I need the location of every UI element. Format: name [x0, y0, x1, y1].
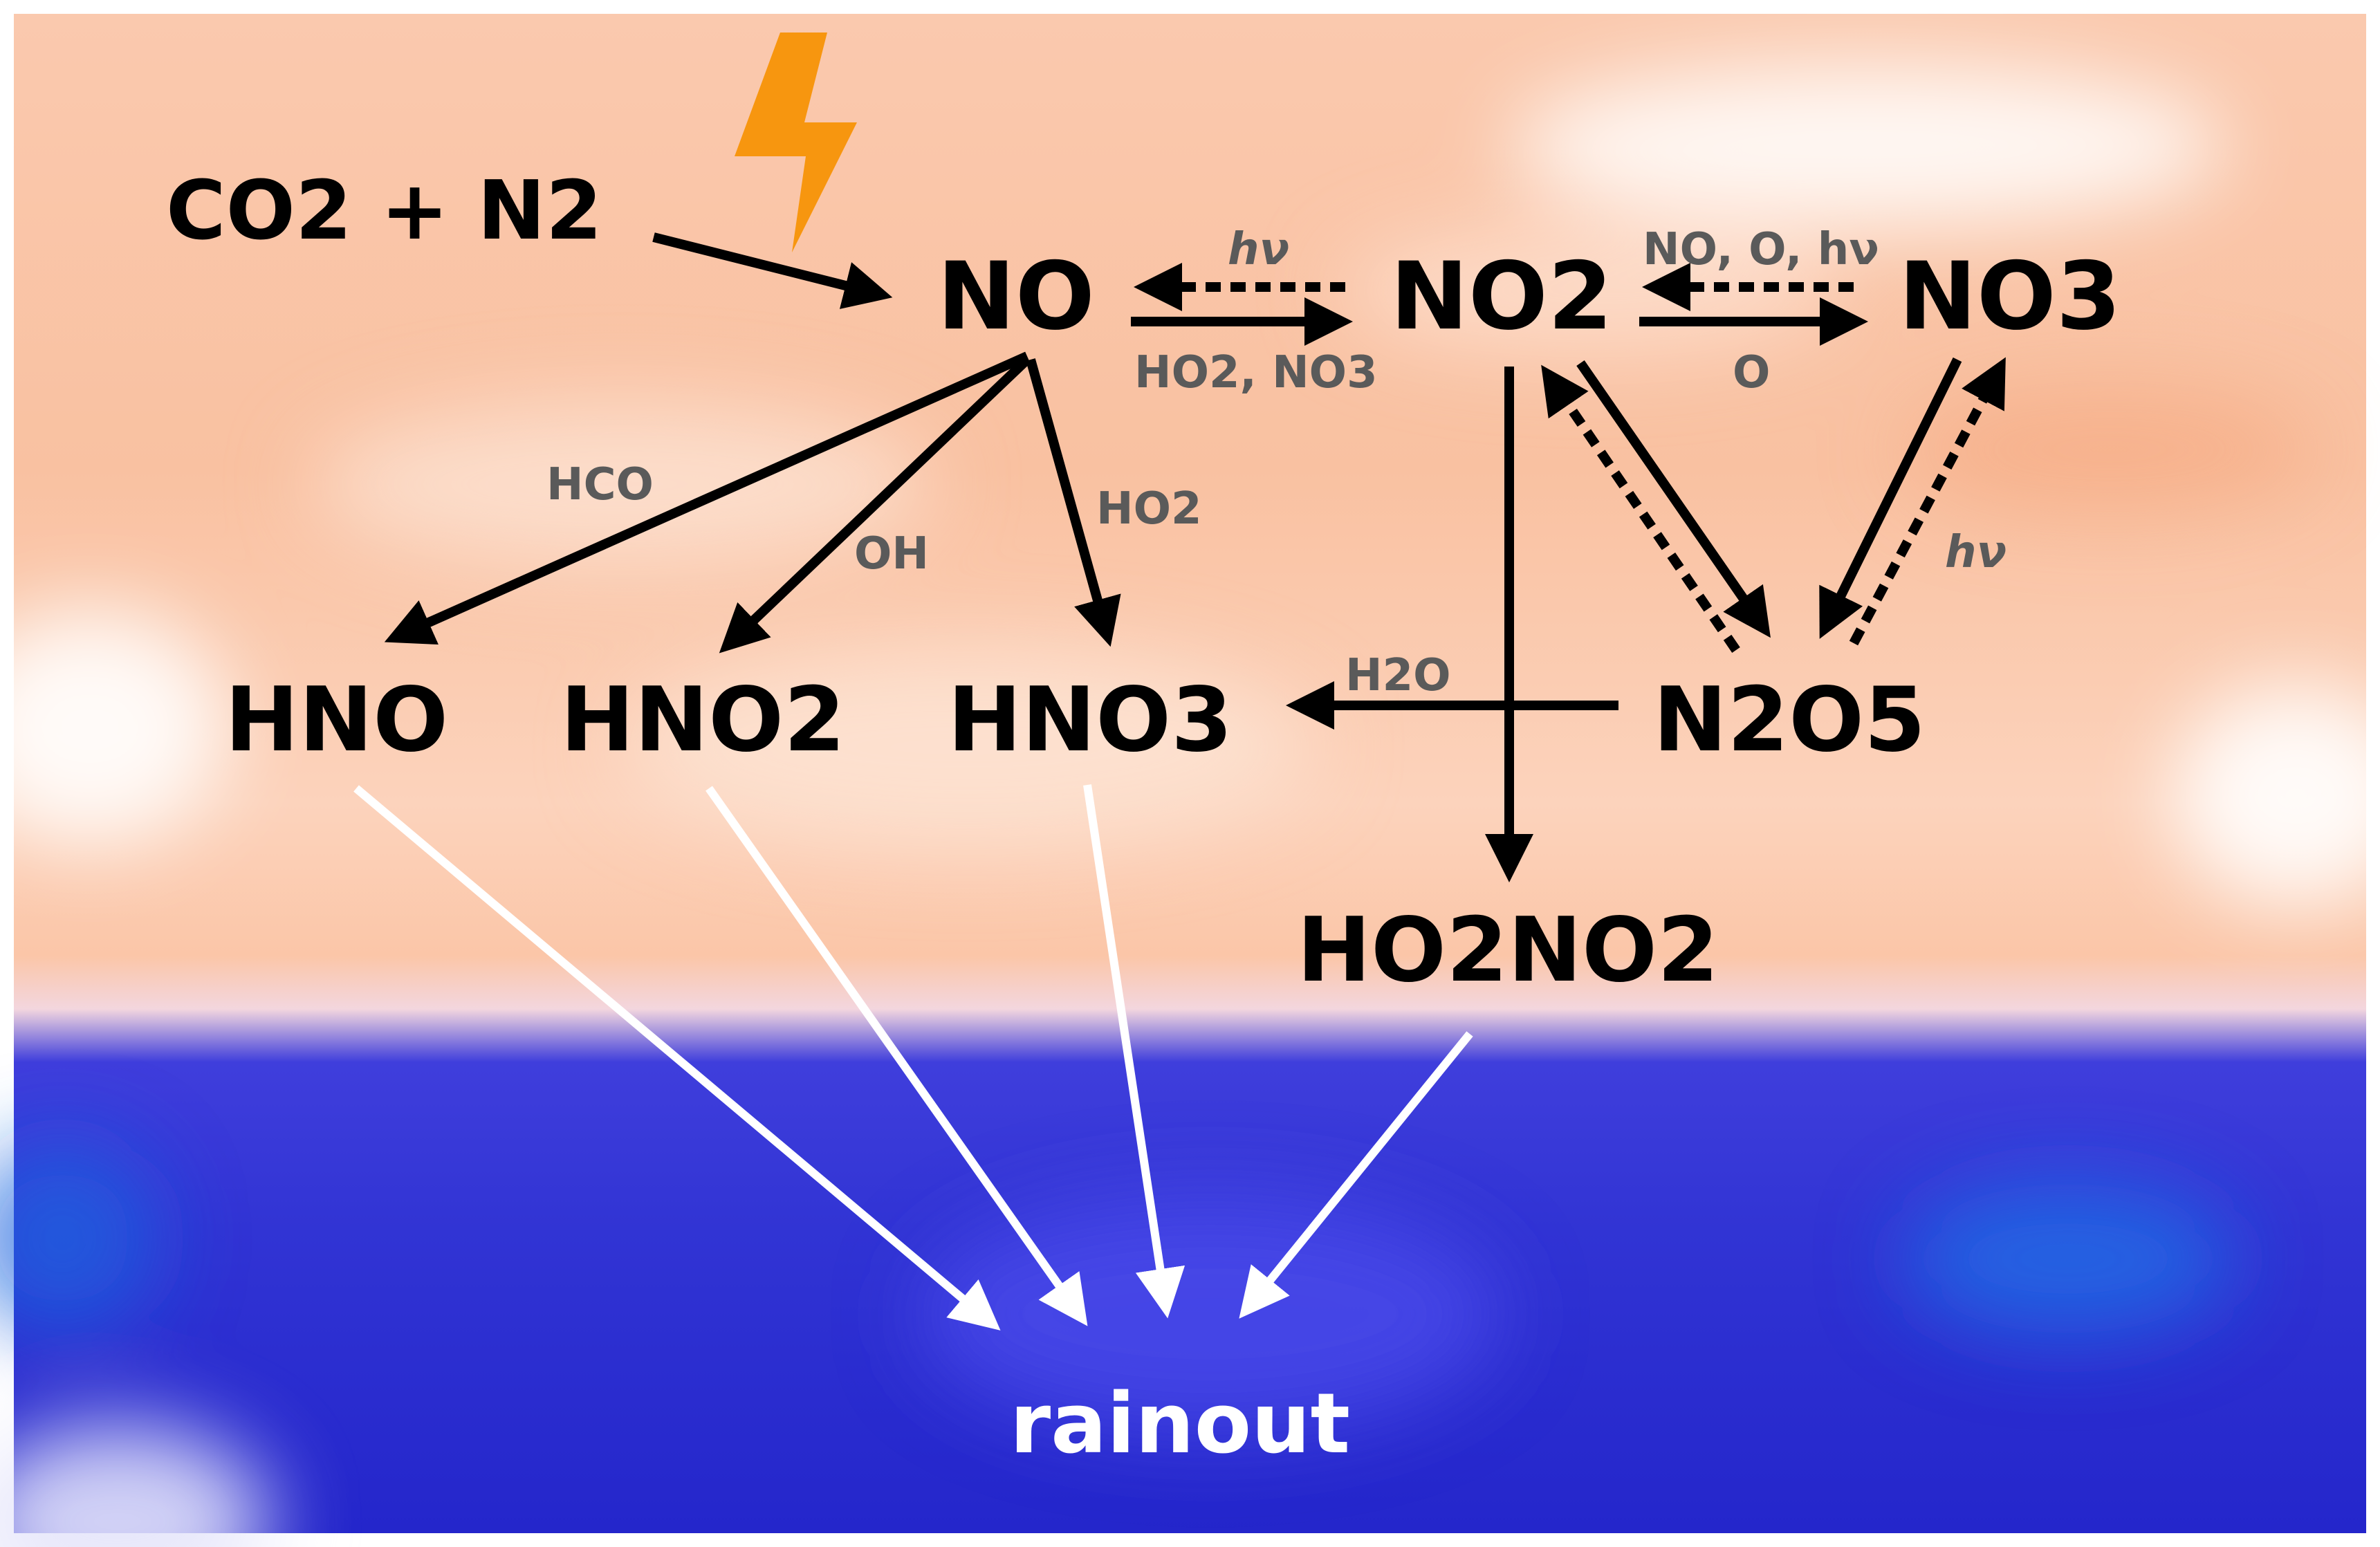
label-ho2no2: HO2NO2	[1297, 899, 1719, 1002]
arrow-no-to-hno3	[1026, 358, 1121, 647]
arrow-ho2no2-to-rainout	[1239, 1031, 1473, 1319]
label-hno2: HNO2	[560, 669, 845, 772]
cond-no-to-hno2: OH	[854, 528, 929, 580]
arrow-no3-to-n2o5	[1819, 357, 1962, 639]
lightning-bolt-icon	[735, 33, 857, 252]
label-hno3: HNO3	[948, 669, 1233, 772]
label-no2: NO2	[1390, 242, 1613, 351]
arrow-no-to-hno	[384, 351, 1029, 645]
cond-no2-to-no3: O	[1733, 347, 1770, 398]
cond-no-to-hno3: HO2	[1096, 483, 1202, 535]
arrow-hno-to-rainout	[353, 785, 1001, 1331]
arrow-no2-to-n2o5	[1576, 360, 1771, 638]
arrow-co2n2-to-no	[652, 232, 893, 309]
condition-labels: hν HO2, NO3 NO, O, hν O HCO OH HO2 H2O h…	[546, 224, 2007, 701]
arrow-hno3-to-rainout	[1083, 784, 1186, 1319]
label-co2-n2: CO2 + N2	[166, 163, 602, 258]
label-hno: HNO	[225, 669, 448, 772]
arrow-n2o5-to-no3	[1849, 357, 2006, 646]
cond-n2o5-to-no3: hν	[1945, 527, 2007, 578]
label-n2o5: N2O5	[1653, 669, 1926, 772]
label-no: NO	[937, 242, 1095, 351]
reaction-arrows	[384, 232, 2006, 882]
cond-no-to-hno: HCO	[546, 459, 654, 510]
label-no3: NO3	[1899, 242, 2121, 351]
cond-n2o5-to-hno3: H2O	[1345, 650, 1451, 701]
cond-no2-to-no: hν	[1228, 224, 1289, 275]
cond-no3-to-no2: NO, O, hν	[1643, 224, 1879, 275]
arrow-no-to-hno2	[719, 355, 1031, 654]
arrow-n2o5-to-no2	[1541, 364, 1740, 653]
cond-no-to-no2: HO2, NO3	[1134, 347, 1378, 398]
rainout-arrows	[353, 784, 1473, 1331]
arrow-hno2-to-rainout	[705, 786, 1088, 1326]
species-labels: CO2 + N2 NO NO2 NO3 HNO HNO2 HNO3 N2O5 H…	[166, 163, 2121, 1472]
label-rainout: rainout	[1010, 1376, 1350, 1472]
